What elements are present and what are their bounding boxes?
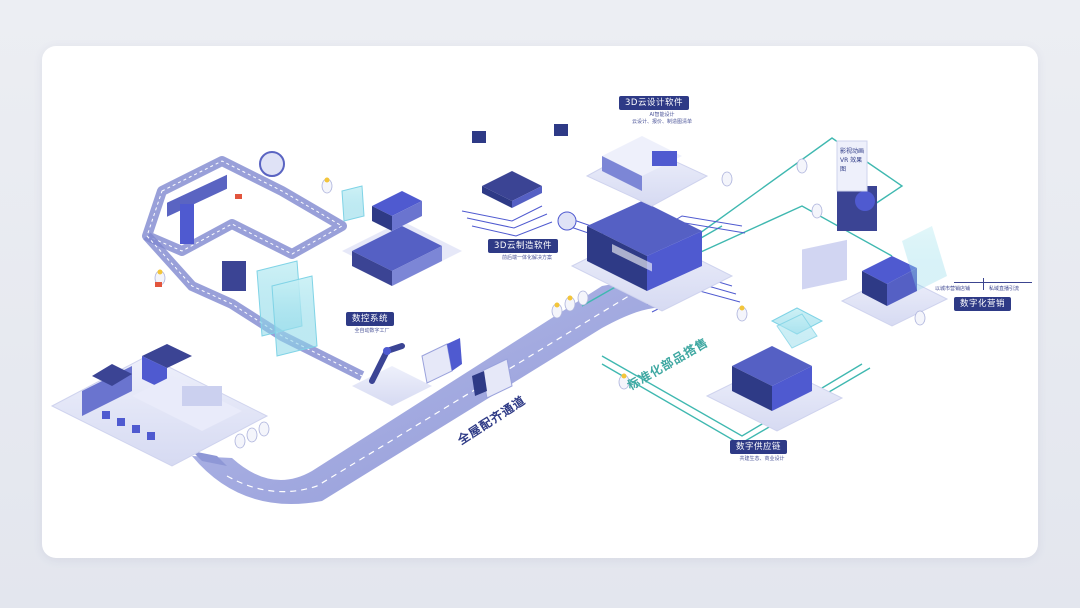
cloud-design-label: 3D云设计软件 <box>619 96 689 110</box>
cloud-manufacture-chip <box>472 124 577 231</box>
cloud-design-desc-2: 云设计、报价、制造图清单 <box>631 119 692 125</box>
cnc-system-desc: 全自动数字工厂 <box>354 328 390 334</box>
supply-chain-label: 数字供应链 <box>730 440 788 454</box>
cloud-server-hub <box>570 201 734 312</box>
media-tile-label: 影视动画 VR 效果图 <box>840 148 865 173</box>
robot-arm <box>352 343 432 406</box>
cloud-design-desc-1: AI智能设计 <box>649 112 675 118</box>
house-platform <box>50 344 269 467</box>
smart-factory-illustration <box>50 124 949 504</box>
red-bots <box>155 194 242 287</box>
factory-warehouse <box>342 191 462 286</box>
diagram-card: 3D云设计软件 AI智能设计 云设计、报价、制造图清单 3D云制造软件 前后端一… <box>42 46 1038 558</box>
marketing-divider-tick <box>983 278 984 290</box>
marketing-right-note: 私域直播引流 <box>989 286 1020 292</box>
marketing-platform <box>802 140 949 327</box>
supply-chain-desc: 共建生态、商业设计 <box>739 456 785 462</box>
cnc-system-label: 数控系统 <box>346 312 395 326</box>
marketing-left-note: 以城市营销店铺 <box>935 286 971 292</box>
digital-marketing-label: 数字化营销 <box>954 297 1012 311</box>
design-room <box>585 136 709 207</box>
truck-1 <box>421 338 462 384</box>
glass-panels <box>256 185 365 357</box>
truck-2 <box>472 358 513 399</box>
cloud-manufacture-desc: 前后端一体化解决方案 <box>501 255 552 261</box>
secondary-road <box>192 451 227 466</box>
cloud-manufacture-label: 3D云制造软件 <box>488 239 558 253</box>
marketing-divider <box>954 282 1032 283</box>
main-road <box>192 283 682 504</box>
conveyor-loop <box>142 151 365 381</box>
hardhats <box>157 177 745 379</box>
supply-factory <box>705 307 844 432</box>
mascots <box>154 158 926 449</box>
